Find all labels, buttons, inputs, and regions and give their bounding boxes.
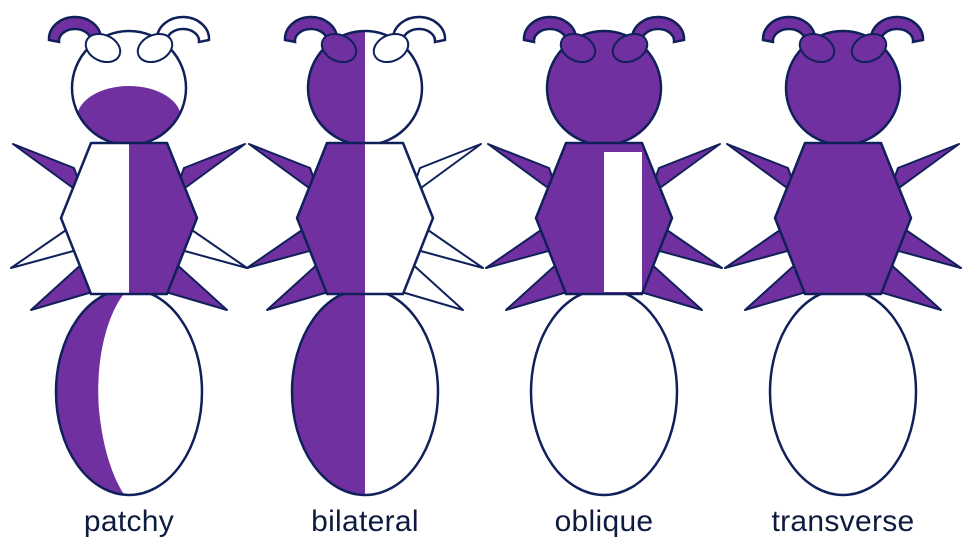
ant-figure-patchy [11,17,247,500]
ant-figure-bilateral [247,17,483,500]
head-patch [77,86,181,150]
thorax-white-patch [604,152,642,292]
caption-transverse: transverse [723,505,963,539]
caption-bilateral: bilateral [245,505,485,539]
caption-oblique: oblique [484,505,724,539]
abdomen-fill [285,280,365,500]
ant-figure-oblique [486,17,722,495]
ant-figure-transverse [725,17,961,495]
caption-patchy: patchy [9,505,249,539]
